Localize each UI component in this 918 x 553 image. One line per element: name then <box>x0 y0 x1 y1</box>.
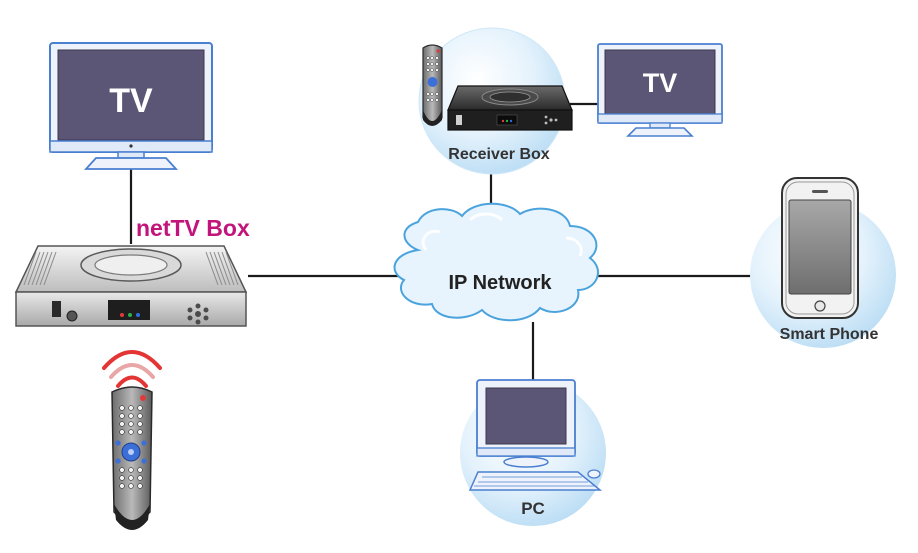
tv-main-label: TV <box>109 82 153 120</box>
nettv-box-display-panel <box>108 300 150 320</box>
smart-phone-group: Smart Phone <box>750 177 896 348</box>
tv-main: TV <box>49 42 213 170</box>
pc-stand <box>503 456 549 468</box>
receiver-box-group: Receiver Box <box>418 27 573 175</box>
pc-mouse <box>587 469 601 479</box>
smart-phone-label: Smart Phone <box>780 326 879 343</box>
smart-phone-speaker <box>812 190 828 193</box>
nettv-box-led-blue <box>136 313 140 317</box>
remote-signal-icon <box>102 350 162 388</box>
pc-group: PC <box>460 379 606 526</box>
nettv-box-dial-inner <box>94 254 168 276</box>
tv-receiver-side-stand <box>626 127 694 137</box>
receiver-box <box>447 85 573 131</box>
tv-main-power-led <box>129 144 133 148</box>
remote-receiver <box>422 44 443 126</box>
ip-network-label: IP Network <box>449 272 553 294</box>
nettv-box-usb-port <box>52 301 61 317</box>
remote-main-number-keys <box>119 405 143 489</box>
tv-receiver-side-label: TV <box>643 68 678 98</box>
cloud-icon <box>393 202 599 322</box>
tv-receiver-side-screen <box>604 49 716 115</box>
nettv-box-power-knob <box>66 310 78 322</box>
desktop-computer-icon <box>468 379 603 491</box>
remote-main-power-button <box>140 395 146 401</box>
pc-label: PC <box>521 499 545 518</box>
nettv-box-vents <box>23 251 239 286</box>
nettv-box-nav-buttons <box>187 303 209 325</box>
nettv-box-led-green <box>128 313 132 317</box>
connection-lines <box>129 102 758 380</box>
receiver-box-label: Receiver Box <box>448 146 549 163</box>
remote-main-grip <box>114 504 150 530</box>
remote-main <box>102 350 162 530</box>
smart-phone-home-button <box>814 300 826 312</box>
pc-keyboard <box>468 471 603 491</box>
nettv-box-label: netTV Box <box>136 215 250 241</box>
tv-main-screen <box>57 49 205 141</box>
tv-main-stand <box>83 157 179 170</box>
ip-network-cloud: IP Network <box>393 202 599 322</box>
pc-screen <box>485 387 567 445</box>
smart-phone-screen <box>788 199 852 295</box>
nettv-box: netTV Box <box>14 215 250 327</box>
tv-receiver-side: TV <box>597 43 723 137</box>
nettv-box-led-red <box>120 313 124 317</box>
